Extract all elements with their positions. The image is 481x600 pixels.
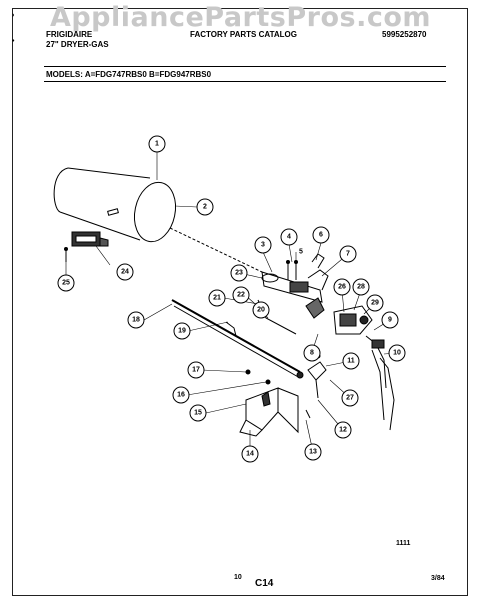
callout-9: 9	[388, 317, 392, 324]
footer-date: 3/84	[431, 575, 445, 582]
callout-19: 19	[178, 328, 186, 335]
callout-14: 14	[246, 451, 254, 458]
margin-mark: ›	[12, 12, 15, 19]
callout-15: 15	[194, 410, 202, 417]
brand-label: FRIGIDAIRE	[46, 30, 93, 39]
callout-25: 25	[62, 280, 70, 287]
callout-22: 22	[237, 292, 245, 299]
callout-21: 21	[213, 295, 221, 302]
callout-7: 7	[346, 251, 350, 258]
callout-23: 23	[235, 270, 243, 277]
callout-10: 10	[393, 350, 401, 357]
callout-20: 20	[257, 307, 265, 314]
callout-17: 17	[192, 367, 200, 374]
catalog-number: 5995252870	[382, 30, 427, 39]
callout-8: 8	[310, 350, 314, 357]
callout-29: 29	[371, 300, 379, 307]
footer-code: 1111	[396, 540, 411, 547]
callout-2: 2	[203, 204, 207, 211]
models-line: MODELS: A=FDG747RBS0 B=FDG947RBS0	[46, 70, 212, 79]
callout-26: 26	[338, 284, 346, 291]
callout-5: 5	[299, 249, 303, 256]
callout-group	[57, 135, 406, 463]
callout-16: 16	[177, 392, 185, 399]
callout-24: 24	[121, 269, 129, 276]
footer-section: C14	[255, 578, 274, 589]
callout-6: 6	[319, 232, 323, 239]
callout-12: 12	[339, 427, 347, 434]
page-border	[12, 8, 468, 596]
callout-18: 18	[132, 317, 140, 324]
footer-page: 10	[234, 574, 242, 581]
callout-3: 3	[261, 242, 265, 249]
product-label: 27" DRYER-GAS	[46, 40, 109, 49]
margin-dot: •	[12, 38, 15, 45]
callout-1: 1	[155, 141, 159, 148]
catalog-title: FACTORY PARTS CATALOG	[190, 30, 297, 39]
rule-bottom	[44, 81, 446, 82]
callout-4: 4	[287, 234, 291, 241]
callout-11: 11	[347, 358, 355, 365]
callout-27: 27	[346, 395, 354, 402]
callout-1-circle	[148, 135, 166, 153]
rule-top	[44, 66, 446, 67]
watermark: AppliancePartsPros.com	[49, 2, 432, 33]
callout-13: 13	[309, 449, 317, 456]
callout-28: 28	[357, 284, 365, 291]
